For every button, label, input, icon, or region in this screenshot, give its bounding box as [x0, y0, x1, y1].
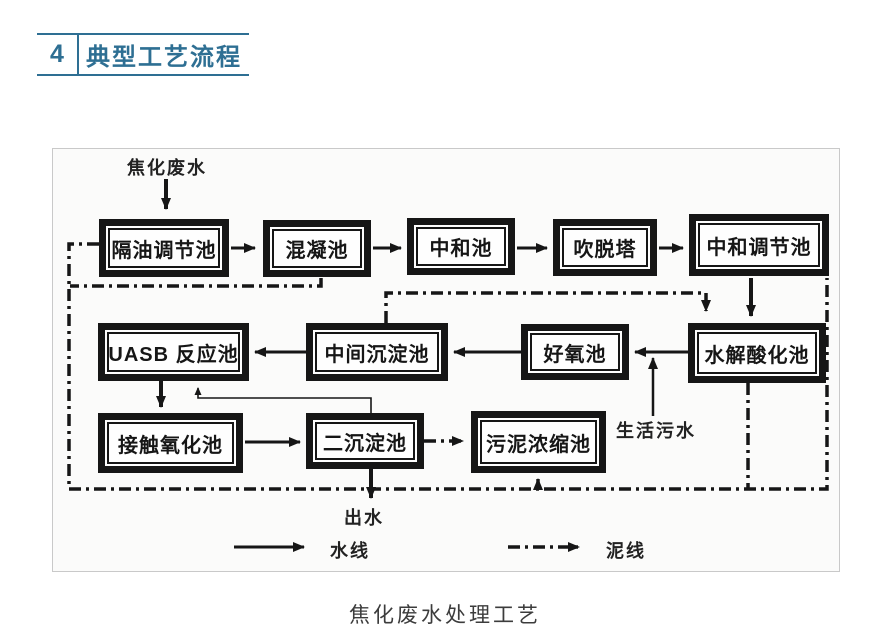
flow-lines-layer [67, 179, 829, 552]
box-stripping-tower: 吹脱塔 [553, 219, 657, 276]
legend-water-label: 水线 [330, 541, 370, 561]
sludge-line-coagulation-branch [70, 278, 323, 288]
effluent-label: 出水 [344, 508, 384, 528]
process-flow-diagram: 隔油调节池 混凝池 中和池 吹脱塔 中和调节池 UASB 反应池 中间沉淀池 好… [52, 148, 840, 572]
sludge-line-perimeter [67, 242, 829, 491]
box-coagulation-tank: 混凝池 [263, 220, 371, 277]
box-label: 水解酸化池 [704, 344, 810, 367]
box-hydrolysis-acidification-tank: 水解酸化池 [688, 323, 826, 383]
box-label: 吹脱塔 [573, 239, 637, 261]
box-contact-oxidation-tank: 接触氧化池 [98, 413, 243, 473]
water-return-secondary-to-uasb [194, 387, 372, 413]
box-neutralization-tank: 中和池 [407, 218, 515, 275]
header-divider [77, 35, 79, 74]
box-label: 中间沉淀池 [324, 343, 430, 366]
box-label: 隔油调节池 [111, 239, 217, 262]
influent-label: 焦化废水 [127, 158, 207, 178]
box-aerobic-tank: 好氧池 [521, 324, 629, 380]
box-secondary-sedimentation-tank: 二沉淀池 [306, 413, 424, 469]
domestic-sewage-label: 生活污水 [616, 421, 696, 441]
figure-caption: 焦化废水处理工艺 [349, 604, 541, 627]
legend-sludge-label: 泥线 [606, 541, 646, 561]
box-label: 中和池 [429, 238, 493, 260]
section-header: 4 典型工艺流程 [37, 33, 249, 76]
box-label: UASB 反应池 [108, 343, 239, 366]
sludge-arrow-intermediate-to-hydrolysis [384, 291, 711, 323]
box-label: 接触氧化池 [118, 434, 223, 457]
box-label: 污泥浓缩池 [486, 433, 591, 456]
box-label: 混凝池 [285, 240, 349, 262]
box-label: 好氧池 [543, 343, 607, 366]
box-neutralization-regulating-tank: 中和调节池 [689, 214, 829, 276]
box-oil-separation-regulating-tank: 隔油调节池 [99, 219, 229, 277]
box-label: 二沉淀池 [323, 432, 407, 455]
box-intermediate-sedimentation-tank: 中间沉淀池 [306, 323, 448, 381]
box-sludge-thickening-tank: 污泥浓缩池 [471, 411, 606, 473]
box-uasb-reactor: UASB 反应池 [98, 323, 249, 381]
box-label: 中和调节池 [706, 236, 812, 259]
section-number: 4 [50, 40, 64, 68]
section-title: 典型工艺流程 [86, 44, 242, 71]
